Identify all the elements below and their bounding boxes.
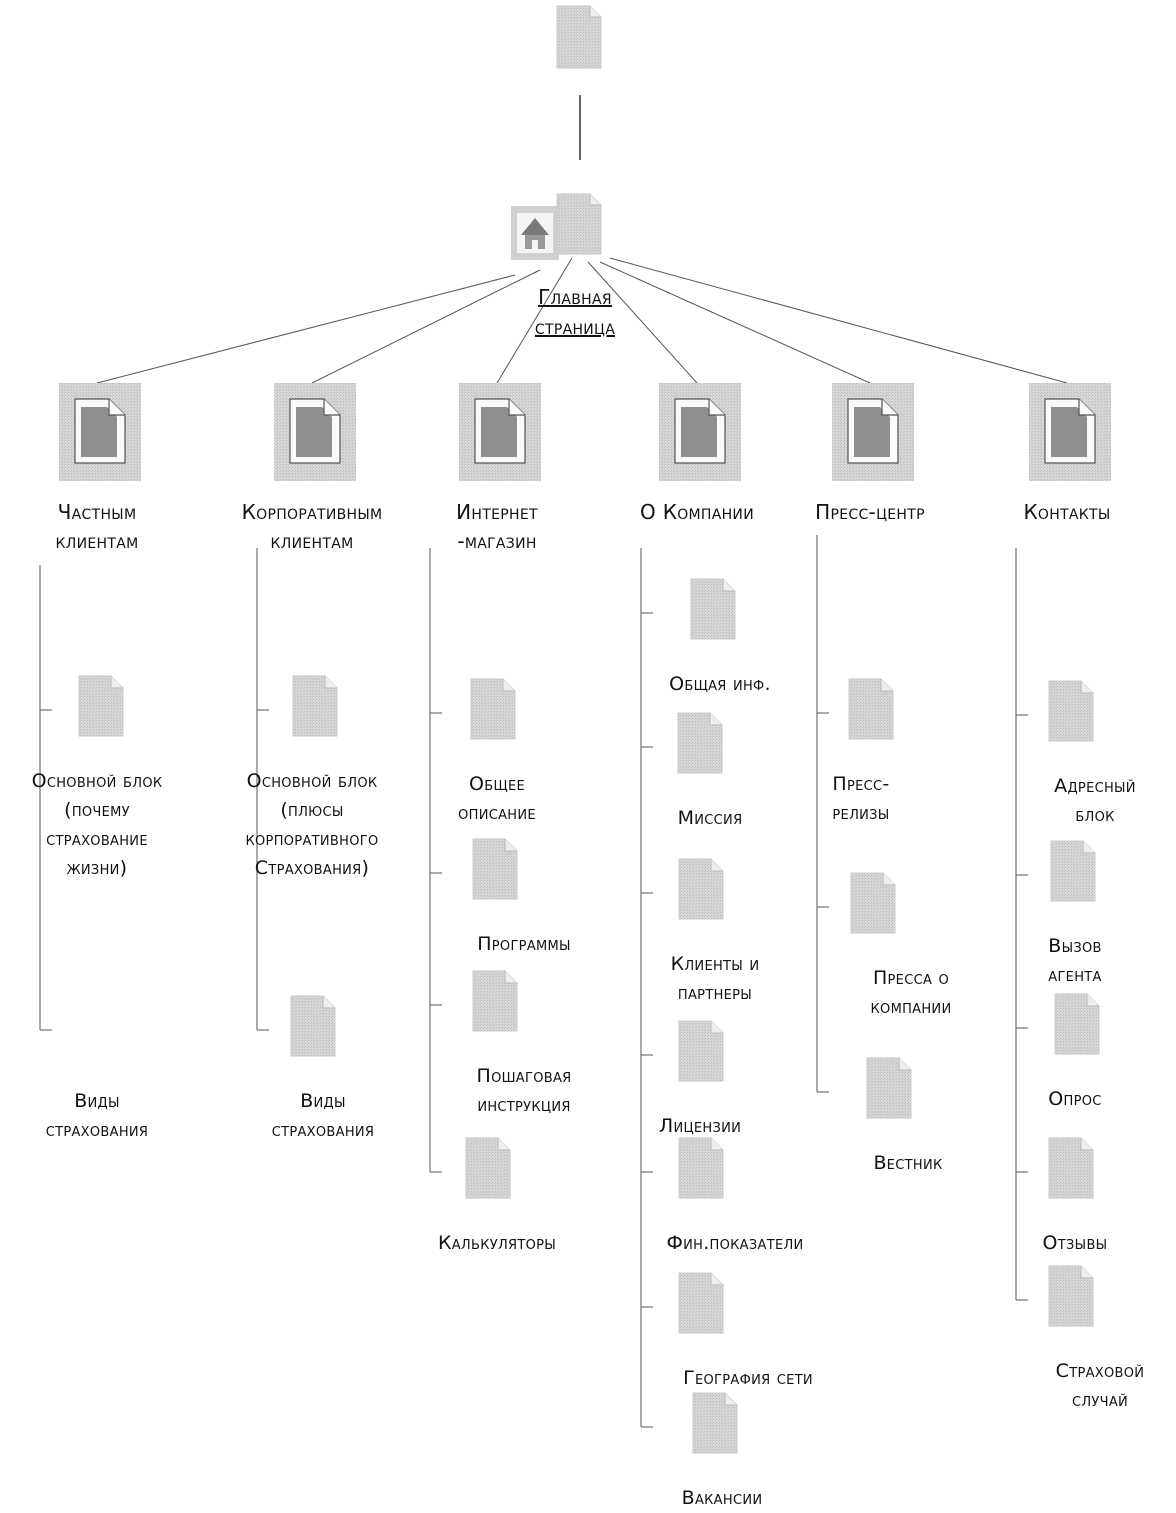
section-label[interactable]: Частным клиентам <box>55 500 139 553</box>
child-label[interactable]: Вестник <box>873 1152 943 1174</box>
section-label[interactable]: О Компании <box>640 500 754 524</box>
section-connector-3 <box>587 261 698 384</box>
child-page-icon[interactable] <box>472 838 518 904</box>
section-label[interactable]: Пресс-центр <box>815 500 925 524</box>
home-icon[interactable] <box>510 205 560 265</box>
top-page-icon <box>556 5 602 73</box>
child-label[interactable]: Вызов агента <box>1048 935 1102 986</box>
child-page-icon[interactable] <box>1050 840 1096 906</box>
child-label[interactable]: Основной блок (почему страхование жизни) <box>31 770 163 879</box>
child-page-icon[interactable] <box>470 678 516 744</box>
child-page-icon[interactable] <box>78 675 124 741</box>
child-page-icon[interactable] <box>1048 680 1094 746</box>
child-label[interactable]: Лицензии <box>658 1115 742 1137</box>
section-label[interactable]: Корпоративным клиентам <box>241 500 383 553</box>
section-label[interactable]: Контакты <box>1023 500 1111 524</box>
child-label[interactable]: Калькуляторы <box>437 1232 557 1254</box>
child-page-icon[interactable] <box>848 678 894 744</box>
child-label[interactable]: Виды страхования <box>271 1090 375 1141</box>
child-page-icon[interactable] <box>678 1020 724 1086</box>
section-page-icon[interactable] <box>832 383 914 485</box>
child-page-icon[interactable] <box>850 872 896 938</box>
child-label[interactable]: Миссия <box>677 807 743 829</box>
child-page-icon[interactable] <box>290 995 336 1061</box>
child-label[interactable]: Общее описание <box>458 773 536 824</box>
section-connector-2 <box>496 257 573 384</box>
child-label[interactable]: Пошаговая инструкция <box>476 1065 572 1116</box>
section-page-icon[interactable] <box>274 383 356 485</box>
child-page-icon[interactable] <box>678 1272 724 1338</box>
section-connector-0 <box>96 274 516 384</box>
child-label[interactable]: Общая инф. <box>669 673 771 695</box>
child-page-icon[interactable] <box>1054 993 1100 1059</box>
child-page-icon[interactable] <box>1048 1137 1094 1203</box>
section-page-icon[interactable] <box>1029 383 1111 485</box>
child-page-icon[interactable] <box>472 970 518 1036</box>
child-page-icon[interactable] <box>678 1137 724 1203</box>
child-page-icon[interactable] <box>292 675 338 741</box>
child-page-icon[interactable] <box>465 1137 511 1203</box>
child-label[interactable]: Фин.показатели <box>666 1232 804 1254</box>
child-label[interactable]: География сети <box>683 1367 813 1389</box>
child-label[interactable]: Пресса о компании <box>870 967 952 1018</box>
child-page-icon[interactable] <box>677 712 723 778</box>
child-page-icon[interactable] <box>692 1392 738 1458</box>
child-page-icon[interactable] <box>866 1057 912 1123</box>
child-page-icon[interactable] <box>678 858 724 924</box>
child-label[interactable]: Вакансии <box>681 1487 763 1509</box>
child-page-icon[interactable] <box>690 578 736 644</box>
child-label[interactable]: Клиенты и партнеры <box>670 953 760 1004</box>
child-label[interactable]: Отзывы <box>1042 1232 1108 1254</box>
section-page-icon[interactable] <box>659 383 741 485</box>
root-label[interactable]: Главная страница <box>534 285 616 339</box>
home-page-icon <box>556 193 602 259</box>
section-page-icon[interactable] <box>459 383 541 485</box>
child-label[interactable]: Программы <box>477 933 571 955</box>
child-label[interactable]: Виды страхования <box>45 1090 149 1141</box>
section-connector-4 <box>599 261 871 384</box>
child-page-icon[interactable] <box>1048 1265 1094 1331</box>
child-label[interactable]: Страховой случай <box>1055 1360 1145 1411</box>
section-connector-5 <box>609 257 1068 384</box>
child-label[interactable]: Основной блок (плюсы корпоративного Стра… <box>245 770 379 879</box>
child-label[interactable]: Пресс- релизы <box>832 773 890 824</box>
child-label[interactable]: Адресный блок <box>1054 775 1136 826</box>
section-page-icon[interactable] <box>59 383 141 485</box>
section-label[interactable]: Интернет -магазин <box>456 500 538 553</box>
section-connector-1 <box>311 269 541 384</box>
child-label[interactable]: Опрос <box>1048 1088 1102 1110</box>
